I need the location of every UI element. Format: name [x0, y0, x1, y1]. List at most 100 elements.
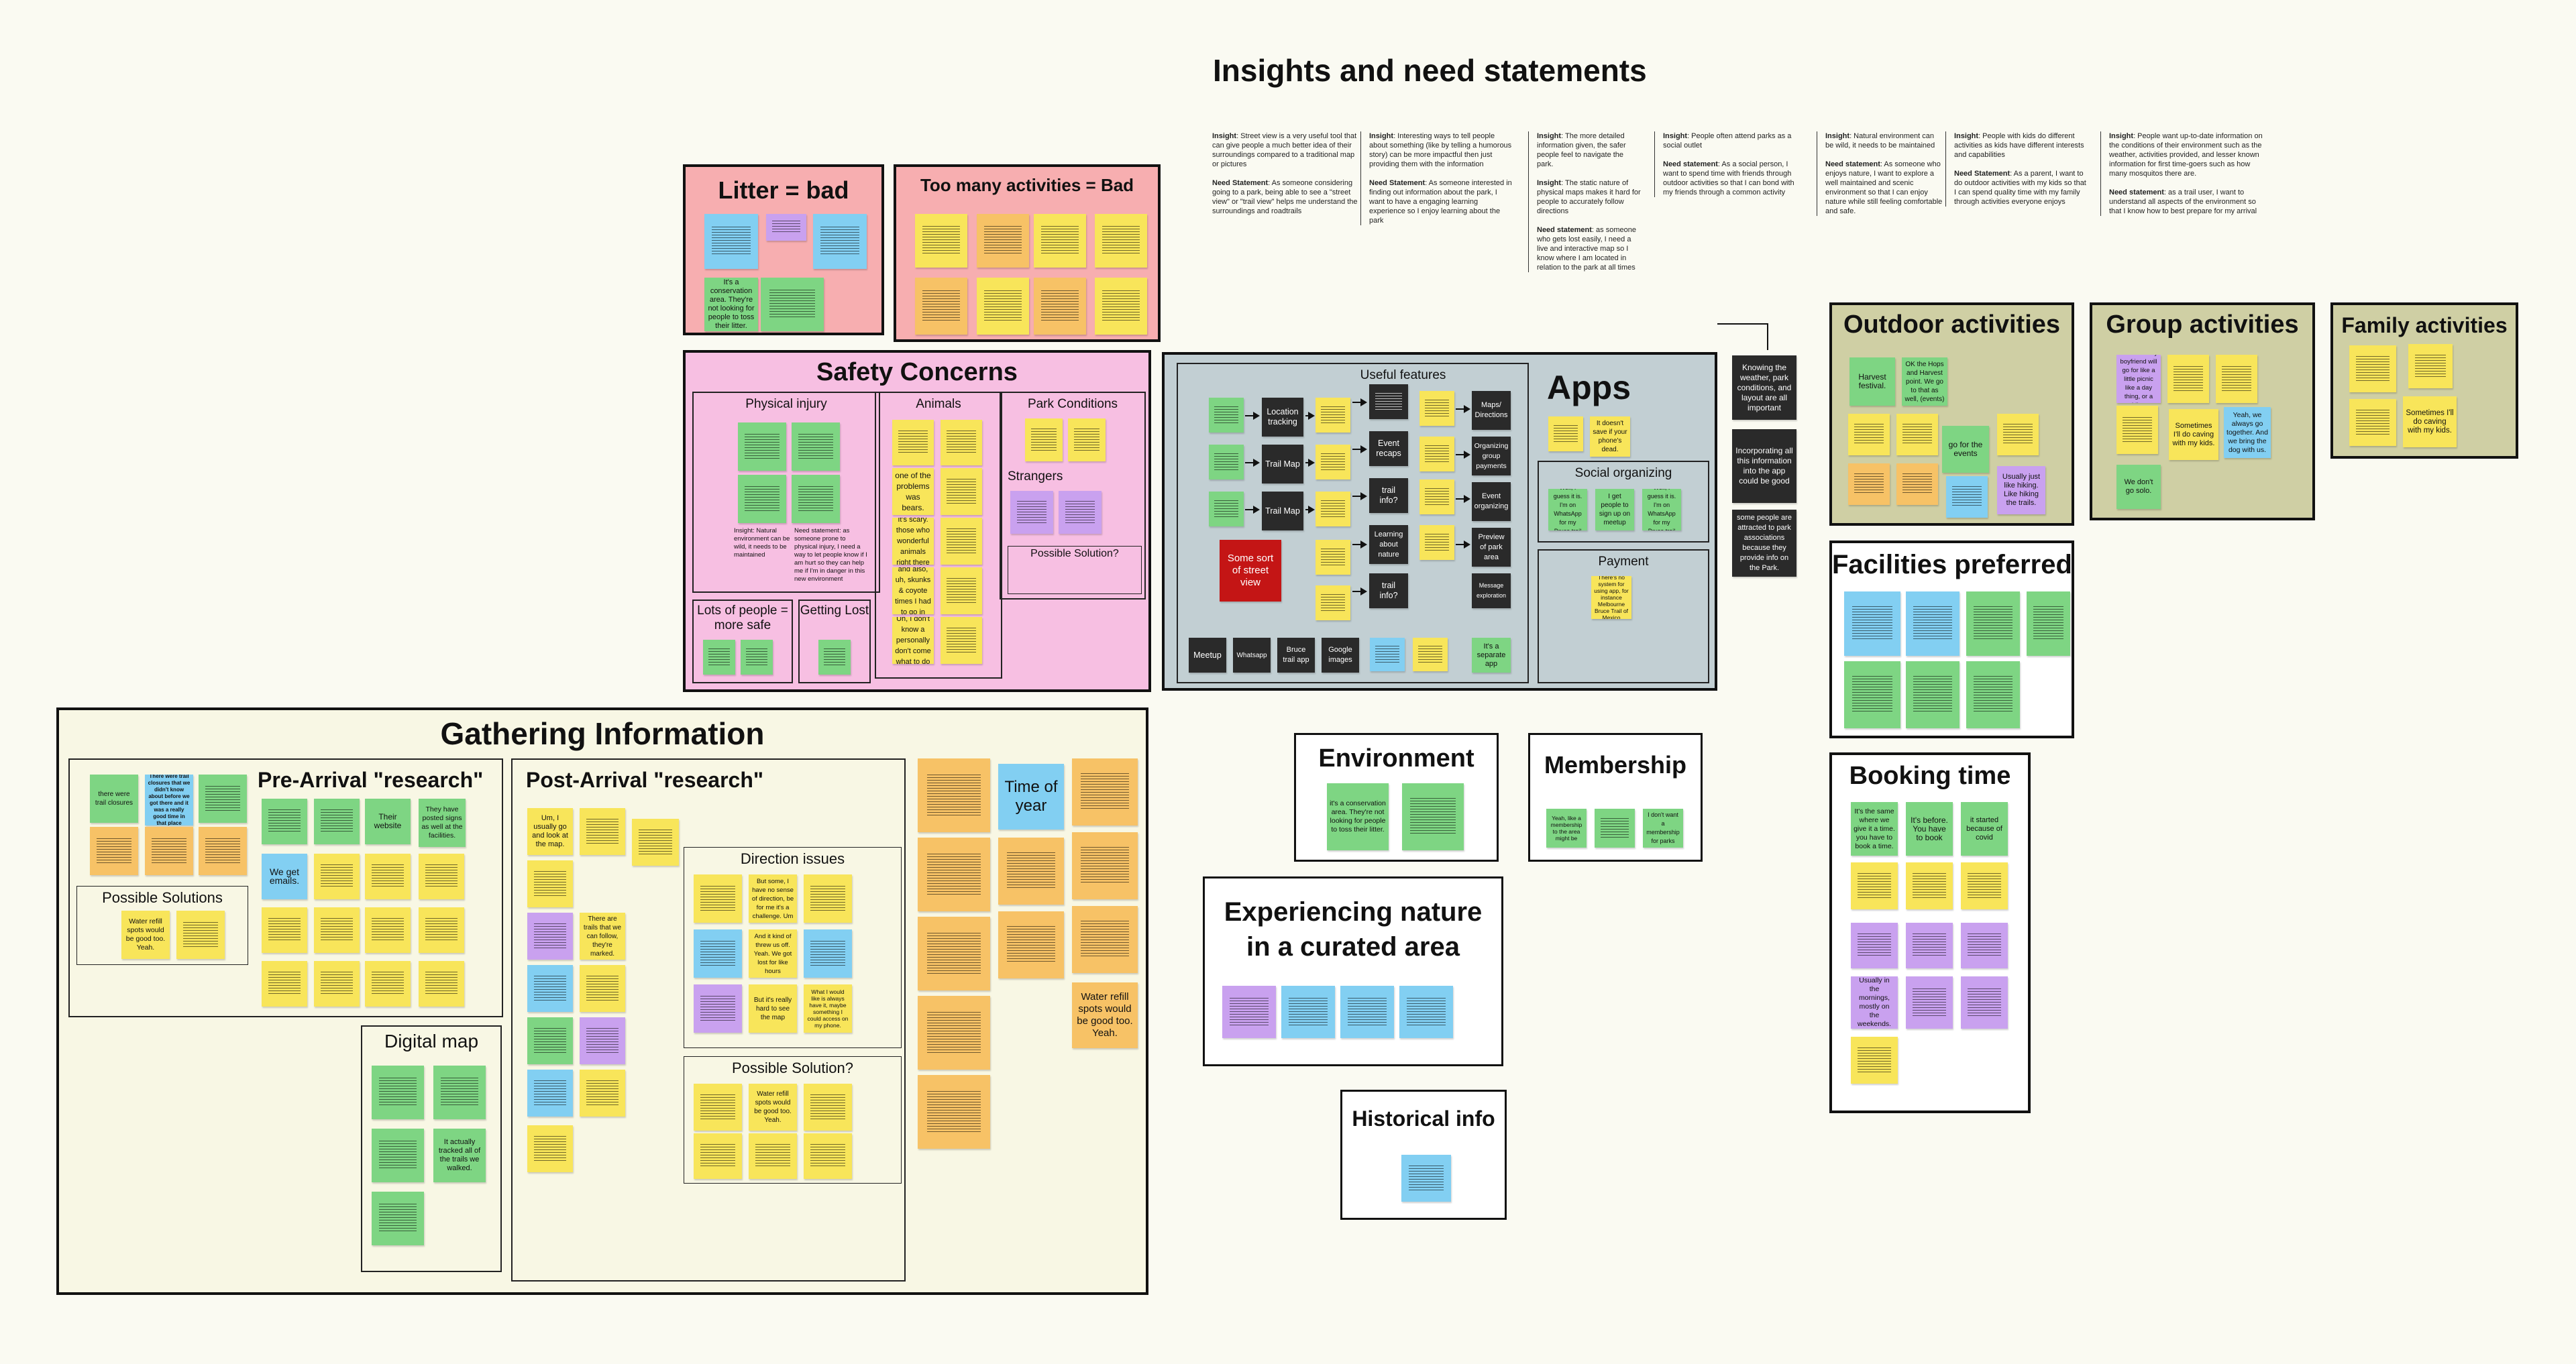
- sticky[interactable]: They have posted signs as well at the fa…: [419, 799, 466, 847]
- group-safety-concerns[interactable]: Safety Concerns Physical injury Insight:…: [683, 350, 1151, 692]
- feature-trail-info[interactable]: trail info?: [1369, 478, 1408, 513]
- subgroup-payment[interactable]: Payment There's no system for using app,…: [1538, 549, 1709, 683]
- sticky[interactable]: [262, 907, 307, 953]
- insight-6[interactable]: Insight: People with kids do different a…: [1945, 131, 2096, 207]
- sticky[interactable]: There's no system for using app, for ins…: [1591, 576, 1631, 619]
- sticky[interactable]: [199, 827, 247, 875]
- sticky[interactable]: [419, 907, 464, 953]
- sticky[interactable]: Um, I usually go and look at the map.: [527, 808, 573, 855]
- group-booking-time[interactable]: Booking time It's the same where we give…: [1829, 752, 2031, 1113]
- sticky[interactable]: It's a separate app: [1472, 638, 1511, 673]
- subgroup-possible-solution[interactable]: Possible Solution?: [1008, 546, 1142, 594]
- group-group-activities[interactable]: Group activities ... we and my boyfriend…: [2090, 302, 2315, 520]
- sticky[interactable]: [1399, 986, 1453, 1038]
- sticky[interactable]: [262, 799, 307, 844]
- sticky[interactable]: [1844, 591, 1900, 656]
- subgroup-possible-solution-2[interactable]: Possible Solution? Water refill spots wo…: [684, 1056, 902, 1184]
- sticky[interactable]: [694, 1084, 742, 1131]
- feature-trail-info[interactable]: trail info?: [1369, 573, 1408, 608]
- sticky[interactable]: [694, 874, 742, 923]
- sticky[interactable]: [1844, 661, 1900, 728]
- sticky[interactable]: Yeah, we always go together. And we brin…: [2224, 407, 2271, 458]
- sticky[interactable]: Usually in the mornings, mostly on the w…: [1851, 976, 1898, 1029]
- sticky[interactable]: [1419, 525, 1454, 560]
- feature-park-preview[interactable]: Preview of park area: [1472, 528, 1511, 567]
- sticky[interactable]: [419, 854, 464, 899]
- sticky[interactable]: [741, 640, 773, 675]
- sticky[interactable]: and also, uh, skunks & coyote times I ha…: [892, 567, 934, 614]
- sticky[interactable]: It's the same where we give it a time. y…: [1851, 802, 1898, 856]
- sticky-time-of-year[interactable]: Time of year: [998, 764, 1064, 830]
- sticky[interactable]: Harvest festival.: [1849, 357, 1895, 406]
- sticky[interactable]: [1413, 638, 1448, 671]
- sticky[interactable]: [915, 278, 967, 335]
- sticky[interactable]: [580, 965, 625, 1012]
- sticky[interactable]: [1316, 540, 1350, 575]
- sticky[interactable]: [941, 617, 982, 664]
- sticky[interactable]: There were trail closures that we didn't…: [145, 775, 193, 826]
- sticky[interactable]: [1068, 418, 1106, 461]
- sticky[interactable]: it's a conservation area. They're not lo…: [1327, 783, 1389, 850]
- feature-location-tracking[interactable]: Location tracking: [1262, 398, 1303, 437]
- sticky[interactable]: [761, 278, 824, 331]
- sticky[interactable]: [580, 808, 625, 855]
- sticky[interactable]: Their website: [365, 799, 411, 844]
- sticky[interactable]: [918, 1075, 990, 1149]
- sticky[interactable]: [314, 907, 360, 953]
- sticky[interactable]: I get people to sign up on meetup: [1595, 489, 1634, 530]
- sticky[interactable]: [998, 838, 1064, 905]
- sticky[interactable]: [1906, 591, 1960, 656]
- sticky[interactable]: And it kind of threw us off. Yeah. We go…: [749, 929, 797, 978]
- sticky[interactable]: [1906, 661, 1960, 728]
- sticky[interactable]: [1896, 414, 1938, 455]
- sticky[interactable]: [1419, 391, 1454, 426]
- sticky[interactable]: [527, 1017, 573, 1064]
- sticky[interactable]: [694, 1133, 742, 1179]
- sticky[interactable]: [433, 1066, 486, 1119]
- sticky[interactable]: [738, 475, 786, 523]
- sticky[interactable]: Sometimes I'll do caving with my kids.: [2169, 409, 2218, 460]
- sticky[interactable]: Sometimes I'll do caving with my kids.: [2403, 396, 2457, 447]
- sticky[interactable]: It's scary. those who wonderful animals …: [892, 518, 934, 565]
- sticky[interactable]: [1961, 923, 2008, 968]
- sticky[interactable]: [2408, 344, 2453, 388]
- sticky[interactable]: [145, 827, 193, 875]
- sticky[interactable]: [365, 961, 411, 1007]
- sticky[interactable]: [1025, 418, 1063, 461]
- group-membership[interactable]: Membership Yeah, like a membership to th…: [1528, 733, 1703, 862]
- sticky[interactable]: there were trail closures: [90, 775, 138, 823]
- sticky[interactable]: [1848, 463, 1890, 505]
- sticky[interactable]: We get emails.: [262, 854, 307, 899]
- sticky[interactable]: [918, 996, 990, 1070]
- sticky[interactable]: [1961, 976, 2008, 1029]
- sticky[interactable]: [1209, 445, 1244, 479]
- sticky[interactable]: [365, 854, 411, 899]
- group-historical-info[interactable]: Historical info: [1340, 1090, 1507, 1220]
- sticky[interactable]: [1072, 906, 1138, 973]
- group-gathering-information[interactable]: Gathering Information Pre-Arrival "resea…: [56, 707, 1148, 1295]
- sticky[interactable]: [694, 984, 742, 1033]
- sticky[interactable]: [918, 917, 990, 990]
- sticky[interactable]: [527, 1070, 573, 1117]
- sticky[interactable]: [1548, 416, 1583, 451]
- sticky[interactable]: [2116, 406, 2158, 454]
- sticky-park-associations[interactable]: some people are attracted to park associ…: [1732, 510, 1796, 577]
- sticky[interactable]: go for the events: [1942, 426, 1989, 473]
- sticky[interactable]: [1034, 214, 1086, 268]
- sticky[interactable]: [1095, 278, 1147, 335]
- feature-event-recaps[interactable]: Event recaps: [1369, 431, 1408, 466]
- sticky[interactable]: [1419, 437, 1454, 471]
- sticky[interactable]: [1072, 758, 1138, 826]
- sticky[interactable]: [941, 468, 982, 515]
- sticky[interactable]: [1209, 492, 1244, 526]
- sticky-water-refill[interactable]: Water refill spots would be good too. Ye…: [1072, 982, 1138, 1048]
- sticky[interactable]: one of the problems was bears.: [892, 468, 934, 515]
- sticky[interactable]: [704, 214, 758, 269]
- sticky[interactable]: [818, 640, 851, 675]
- sticky[interactable]: Water refill spots would be good too. Ye…: [121, 911, 170, 959]
- subgroup-direction-issues[interactable]: Direction issues But some, I have no sen…: [684, 847, 902, 1048]
- feature-trail-map[interactable]: Trail Map: [1262, 492, 1303, 530]
- subgroup-pre-arrival[interactable]: Pre-Arrival "research" there were trail …: [68, 758, 503, 1017]
- sticky[interactable]: [1370, 638, 1405, 671]
- sticky[interactable]: We don't go solo.: [2116, 465, 2161, 509]
